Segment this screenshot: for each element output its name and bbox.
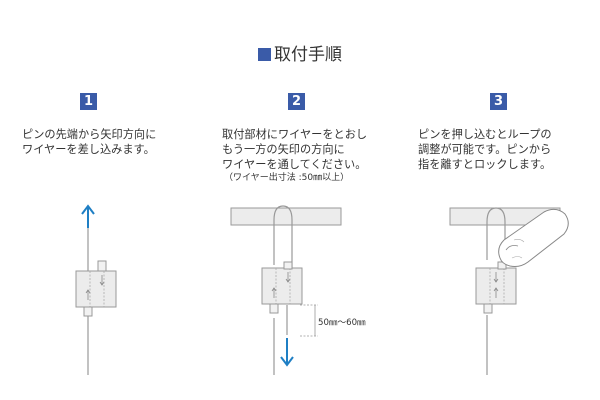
pin-bottom-icon: [83, 306, 93, 317]
mounting-bar-icon: [230, 207, 342, 226]
step-3-illustration: [449, 207, 569, 375]
dimension-marker: [300, 304, 318, 337]
wire-gripper-icon: [475, 267, 517, 305]
step-1-description: ピンの先端から矢印方向に ワイヤーを差し込みます。: [22, 127, 156, 157]
step-2-number: 2: [288, 93, 305, 110]
wire-gripper-icon: [261, 267, 303, 305]
arrow-up-icon: [81, 204, 95, 228]
step-3-number: 3: [490, 93, 507, 110]
pin-bottom-icon: [269, 303, 279, 314]
pin-icon: [97, 260, 107, 273]
step-1-number: 1: [80, 93, 97, 110]
step-1-illustration: [75, 204, 117, 375]
step-3-line: ピンを押し込むとループの: [418, 128, 552, 141]
step-2-illustration: 50㎜〜60㎜: [230, 205, 366, 375]
dimension-label: 50㎜〜60㎜: [318, 318, 366, 328]
pin-icon: [283, 261, 293, 270]
step-2-description: 取付部材にワイヤーをとおし もう一方の矢印の方向に ワイヤーを通してください。 …: [222, 127, 367, 185]
title-text: 取付手順: [274, 45, 342, 65]
page-title: 取付手順: [0, 40, 600, 65]
title-square-icon: [258, 48, 271, 61]
step-2-note: （ワイヤー出寸法 :50㎜以上）: [224, 173, 350, 183]
wire-loop-icon: [273, 205, 293, 268]
step-2-line: もう一方の矢印の方向に: [222, 143, 345, 156]
step-3-line: 調整が可能です。ピンから: [418, 143, 552, 156]
finger-icon: [498, 208, 569, 267]
arrow-down-icon: [280, 338, 294, 367]
step-3-description: ピンを押し込むとループの 調整が可能です。ピンから 指を離すとロックします。: [418, 127, 552, 172]
pin-bottom-icon: [483, 303, 493, 314]
step-1-line: ピンの先端から矢印方向に: [22, 128, 157, 141]
step-3-line: 指を離すとロックします。: [418, 158, 552, 171]
wire-loop-icon: [486, 207, 506, 262]
step-2-line: ワイヤーを通してください。: [222, 158, 367, 171]
wire-gripper-icon: [75, 270, 117, 308]
step-2-line: 取付部材にワイヤーをとおし: [222, 128, 368, 141]
step-1-line: ワイヤーを差し込みます。: [22, 143, 155, 156]
